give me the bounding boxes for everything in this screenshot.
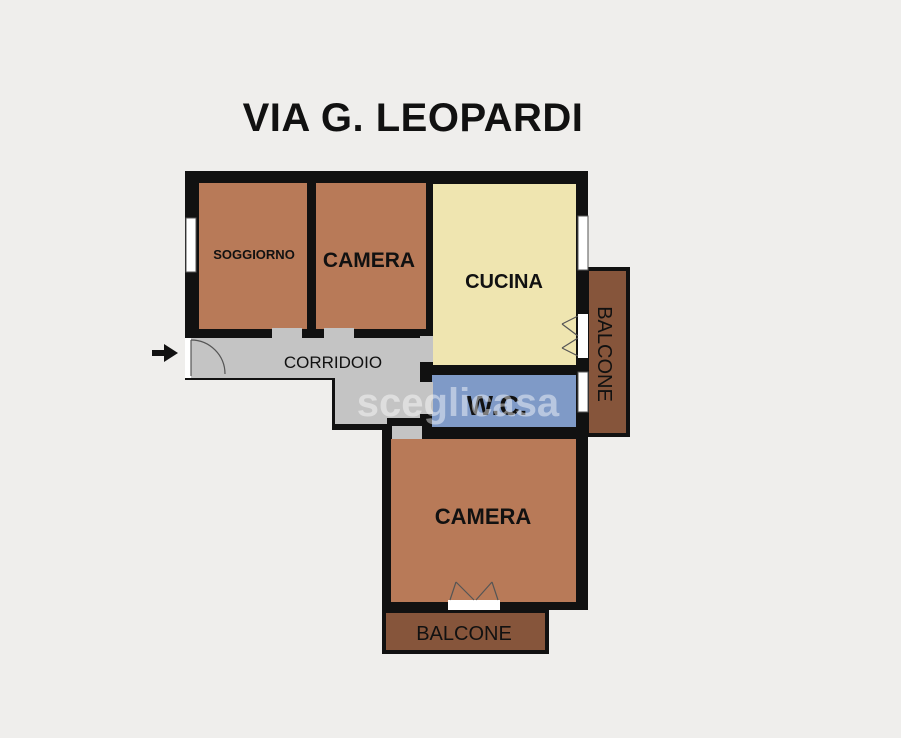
room-camera-top xyxy=(316,183,426,329)
windows xyxy=(185,215,589,413)
entrance-arrow-icon xyxy=(152,344,178,362)
balcony-door-camera xyxy=(448,581,500,610)
room-corridoio xyxy=(190,338,420,418)
balcone-bottom xyxy=(382,609,549,654)
label-camera-top: CAMERA xyxy=(323,249,415,272)
room-cucina xyxy=(433,184,576,365)
label-corridoio: CORRIDOIO xyxy=(284,353,382,372)
room-soggiorno xyxy=(199,183,307,329)
interior-doors xyxy=(272,328,433,439)
room-camera-bottom xyxy=(391,439,576,602)
label-wc: W.C. xyxy=(467,390,528,421)
corridor-extension xyxy=(335,418,387,424)
label-camera-bottom: CAMERA xyxy=(435,504,532,529)
room-wc xyxy=(432,375,576,427)
label-soggiorno: SOGGIORNO xyxy=(213,247,295,262)
street-title: VIA G. LEOPARDI xyxy=(242,96,584,140)
watermark: sceglicasa xyxy=(357,381,560,425)
balcony-door-cucina xyxy=(561,314,588,358)
label-balcone-side: BALCONE xyxy=(593,306,615,402)
label-cucina: CUCINA xyxy=(465,271,543,293)
label-balcone-bottom: BALCONE xyxy=(416,623,512,645)
entrance-door xyxy=(185,338,226,378)
